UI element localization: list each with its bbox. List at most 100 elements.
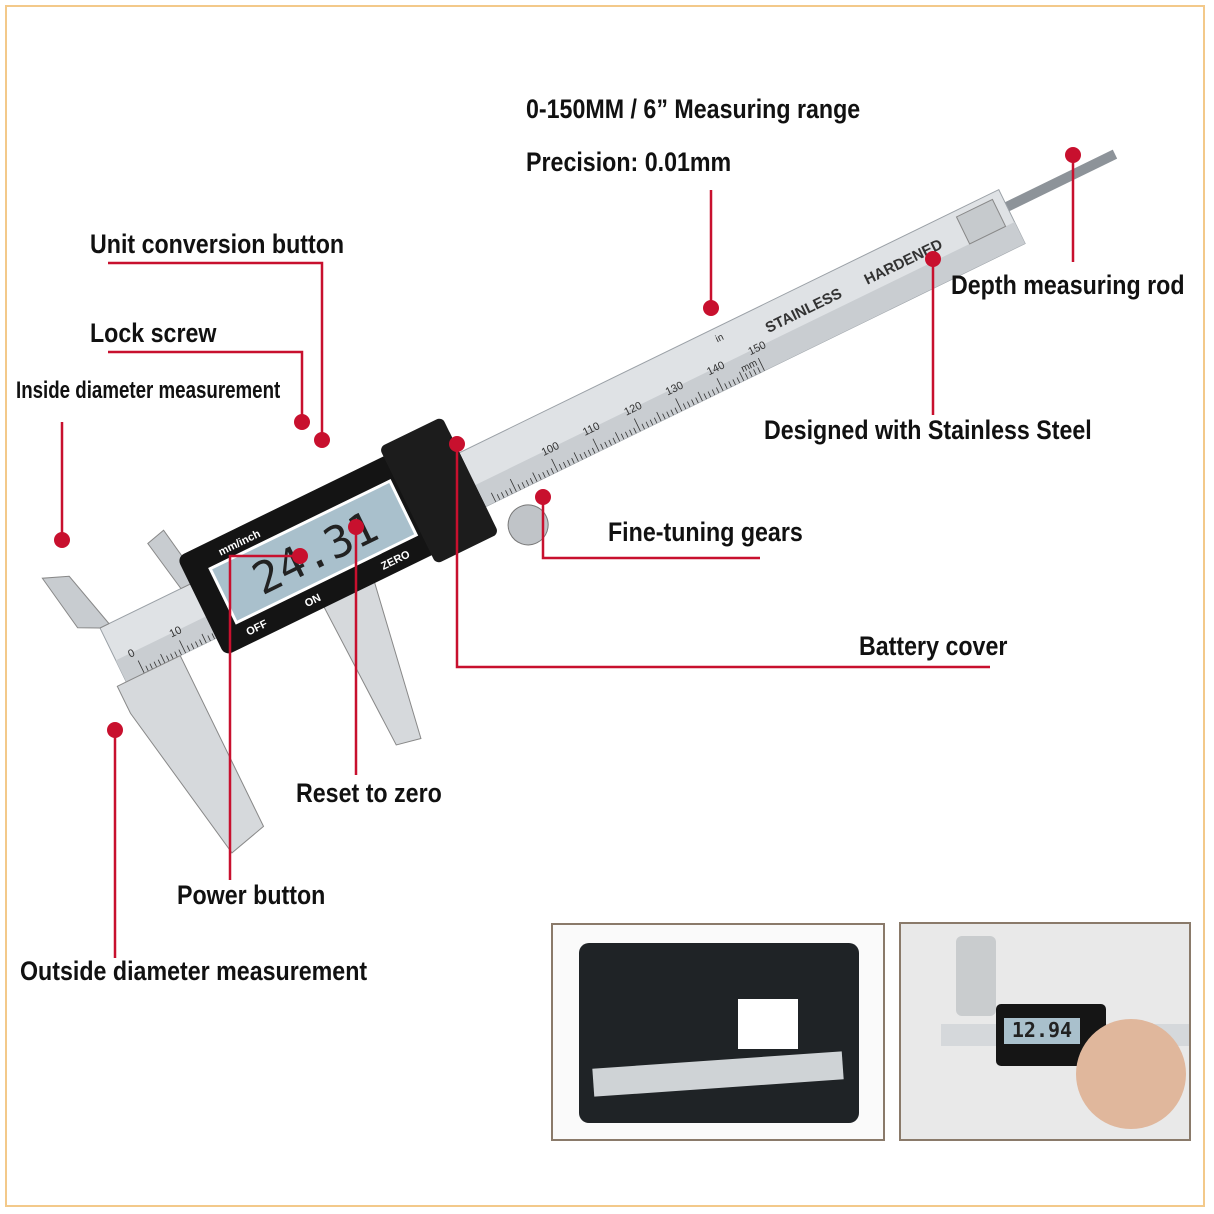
scale-tick — [662, 413, 666, 420]
scale-tick — [201, 633, 207, 644]
label-fine-tuning: Fine-tuning gears — [608, 517, 803, 547]
scale-tick — [521, 482, 526, 488]
scale-tick — [687, 401, 691, 408]
leader-dot — [294, 414, 310, 430]
scale-tick — [653, 417, 658, 424]
scale-tick — [633, 427, 637, 434]
scale-tick — [573, 452, 579, 462]
scale-tick — [633, 418, 641, 432]
scale-tick — [166, 655, 170, 662]
label-unit-conversion: Unit conversion button — [90, 229, 345, 259]
scale-tick — [736, 377, 740, 383]
scale-tick — [505, 490, 509, 496]
scale-tick — [532, 472, 538, 482]
scale-tick — [571, 457, 575, 464]
fine-tuning-wheel — [507, 504, 549, 546]
scale-tick — [753, 369, 757, 375]
scale-tick — [749, 371, 753, 377]
scale-tick — [137, 660, 145, 674]
leader-lines — [60, 155, 1075, 958]
scale-tick — [551, 458, 559, 472]
scale-tick — [509, 488, 513, 494]
scale-tick — [542, 471, 546, 478]
scale-tick — [170, 653, 174, 660]
leader-dot — [449, 436, 465, 452]
scale-tick — [649, 419, 654, 426]
scale-tick — [157, 659, 162, 666]
scale-tick — [195, 641, 199, 648]
scale-number: 0 — [126, 647, 137, 660]
scale-tick — [546, 469, 550, 476]
label-precision: Precision: 0.01mm — [526, 147, 732, 177]
scale-tick — [645, 421, 650, 428]
scale-tick — [591, 447, 596, 454]
scale-tick — [629, 429, 633, 436]
label-depth-rod: Depth measuring rod — [951, 270, 1185, 300]
scale-tick — [728, 381, 732, 387]
scale-tick — [600, 443, 604, 450]
manual-card — [738, 999, 798, 1049]
scale-tick — [579, 453, 583, 460]
scale-tick — [490, 492, 497, 502]
scale-tick — [682, 403, 687, 410]
scale-tick — [707, 391, 712, 398]
label-inside-diameter: Inside diameter measurement — [16, 377, 281, 404]
scale-tick — [592, 438, 600, 452]
photo-in-use: 12.94 — [899, 922, 1191, 1141]
scale-tick — [612, 437, 616, 444]
outside-jaw-fixed — [116, 654, 265, 854]
leader-dot — [1065, 147, 1081, 163]
leader-dot — [535, 489, 551, 505]
scale-tick — [587, 449, 592, 456]
label-reset-zero: Reset to zero — [296, 778, 442, 808]
scale-tick — [620, 433, 625, 440]
inside-jaw-fixed — [41, 575, 110, 629]
case — [579, 943, 859, 1123]
scale-tick — [567, 459, 571, 466]
frame-border — [5, 5, 1205, 1207]
scale-tick — [509, 478, 517, 492]
scale-tick — [550, 467, 554, 474]
scale-tick — [186, 645, 191, 652]
leader-dot — [314, 432, 330, 448]
scale-tick — [174, 651, 178, 658]
scale-tick — [563, 461, 567, 468]
scale-tick — [500, 492, 505, 498]
leader-dot — [292, 548, 308, 564]
scale-tick — [697, 391, 703, 402]
scale-tick — [517, 484, 521, 490]
scale-tick — [716, 378, 724, 392]
scale-tick — [178, 649, 182, 656]
scale-tick — [732, 379, 736, 385]
scale-tick — [757, 367, 761, 373]
scale-tick — [675, 398, 683, 412]
leader-dot — [348, 519, 364, 535]
scale-tick — [666, 411, 670, 418]
scale-tick — [529, 478, 534, 484]
scale-tick — [149, 663, 153, 670]
scale-tick — [179, 640, 186, 654]
scale-tick — [145, 665, 149, 672]
scale-tick — [744, 373, 749, 379]
scale-tick — [691, 399, 695, 406]
measured-object — [956, 936, 996, 1016]
scale-tick — [703, 393, 707, 400]
scale-tick — [583, 451, 588, 458]
label-measuring-range: 0-150MM / 6” Measuring range — [526, 94, 861, 124]
label-outside-diameter: Outside diameter measurement — [20, 956, 368, 986]
scale-tick — [199, 639, 203, 646]
scale-tick — [724, 383, 728, 390]
leader-line — [228, 554, 300, 880]
label-lock-screw: Lock screw — [90, 318, 217, 348]
hand — [1076, 1019, 1186, 1129]
leader-dots — [54, 147, 1081, 738]
label-stainless: Designed with Stainless Steel — [764, 415, 1092, 445]
scale-tick — [641, 423, 645, 430]
scale-tick — [538, 474, 542, 480]
leader-line — [108, 261, 324, 440]
scale-tick — [525, 480, 530, 486]
scale-tick — [608, 439, 612, 446]
leader-line — [541, 497, 760, 560]
